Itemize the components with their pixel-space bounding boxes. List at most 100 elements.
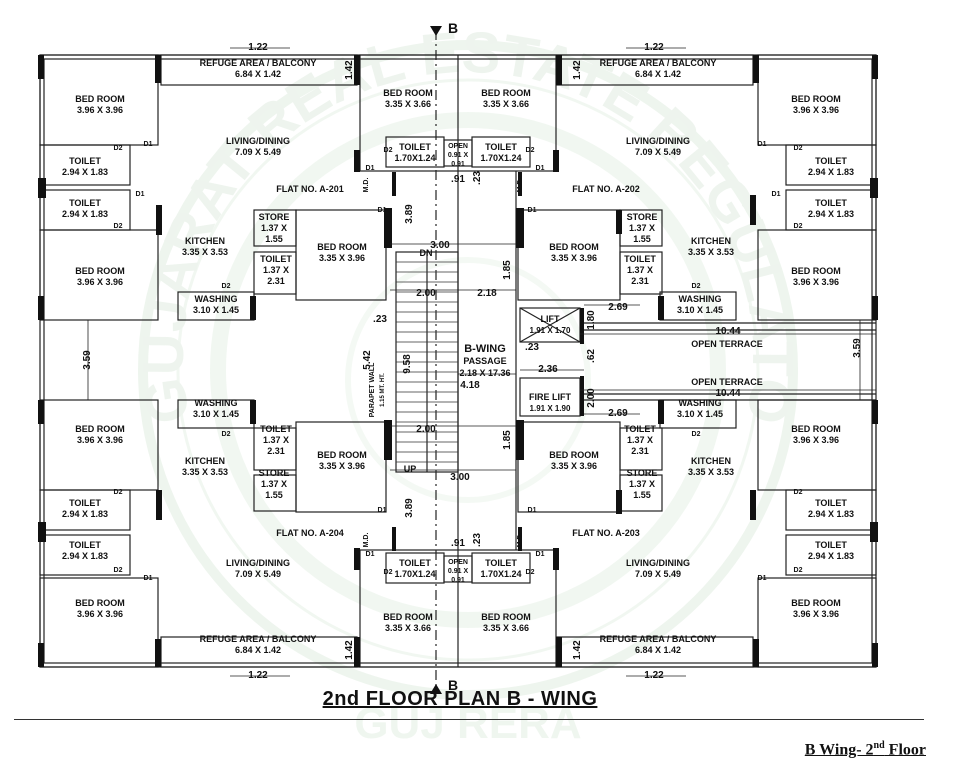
open-duct-bottom-size: 0.91 X — [448, 568, 469, 575]
tag-d1: D1 — [378, 207, 387, 214]
dim-d091: .91 — [451, 174, 465, 185]
kitchen-bl-size: 3.35 X 3.53 — [182, 467, 228, 477]
toilet-center-tr-name: TOILET — [485, 142, 517, 152]
dim-d122: 1.22 — [644, 42, 664, 53]
dim-d359: 3.59 — [82, 350, 93, 370]
tag-d1: D1 — [772, 191, 781, 198]
kitchen-tl-name: KITCHEN — [185, 236, 225, 246]
stair-treads — [396, 261, 458, 463]
store-br-size: 1.55 — [633, 490, 651, 500]
living-bl-size: 7.09 X 5.49 — [235, 569, 281, 579]
living-br-name: LIVING/DINING — [626, 558, 690, 568]
bedroom-center-tr-name: BED ROOM — [481, 88, 531, 98]
dim-d359: 3.59 — [852, 338, 863, 358]
bedroom-outer-tr-name: BED ROOM — [791, 94, 841, 104]
passage-label: PASSAGE — [463, 356, 506, 366]
passage-size: 2.18 X 17.36 — [459, 368, 510, 378]
tag-d2: D2 — [794, 567, 803, 574]
toilet-outer-a-tl-size: 2.94 X 1.83 — [62, 167, 108, 177]
washing-br-size: 3.10 X 1.45 — [677, 409, 723, 419]
toilet-outer-a-br-size: 2.94 X 1.83 — [808, 551, 854, 561]
tag-d2: D2 — [526, 147, 535, 154]
tag-d1: D1 — [758, 141, 767, 148]
living-tl-name: LIVING/DINING — [226, 136, 290, 146]
dim-d023: .23 — [525, 342, 539, 353]
toilet-small-tr-size: 2.31 — [631, 276, 649, 286]
page-caption: B Wing- 2nd Floor — [805, 740, 926, 759]
bedroom-outer2-tr-name: BED ROOM — [791, 266, 841, 276]
dim-d200: 2.00 — [416, 288, 436, 299]
refuge-br-name: REFUGE AREA / BALCONY — [600, 634, 717, 644]
tag-d2: D2 — [794, 145, 803, 152]
tag-d2: D2 — [114, 489, 123, 496]
toilet-center-bl-size: 1.70X1.24 — [394, 569, 435, 579]
bedroom-center-bl-name: BED ROOM — [383, 612, 433, 622]
dim-d542: 5.42 — [362, 350, 373, 370]
refuge-bl-name: REFUGE AREA / BALCONY — [200, 634, 317, 644]
refuge-tl-size: 6.84 X 1.42 — [235, 69, 281, 79]
flat-label-tl: FLAT NO. A-201 — [276, 184, 344, 194]
bedroom-center-tl-name: BED ROOM — [383, 88, 433, 98]
stair-dn: DN — [420, 248, 433, 258]
living-tr-size: 7.09 X 5.49 — [635, 147, 681, 157]
tag-d2: D2 — [526, 569, 535, 576]
toilet-small-br-size: 1.37 X — [627, 435, 653, 445]
section-marker-top: B — [430, 20, 458, 36]
bedroom-outer2-bl-size: 3.96 X 3.96 — [77, 435, 123, 445]
kitchen-br-name: KITCHEN — [691, 456, 731, 466]
store-tl-size: 1.37 X — [261, 223, 287, 233]
tag-d2: D2 — [114, 223, 123, 230]
kitchen-tr-size: 3.35 X 3.53 — [688, 247, 734, 257]
store-bl-size: 1.55 — [265, 490, 283, 500]
section-marker-bottom: B — [430, 677, 458, 694]
dim-d180: 1.80 — [586, 310, 597, 330]
toilet-outer-a-tl-name: TOILET — [69, 156, 101, 166]
washing-tr-size: 3.10 X 1.45 — [677, 305, 723, 315]
bedroom-outer2-br-size: 3.96 X 3.96 — [793, 435, 839, 445]
tag-d2: D2 — [384, 147, 393, 154]
dim-d122: 1.22 — [248, 670, 268, 681]
dim-d142: 1.42 — [344, 60, 355, 80]
bedroom-outer-tl-name: BED ROOM — [75, 94, 125, 104]
toilet-center-tl-name: TOILET — [399, 142, 431, 152]
tag-d1: D1 — [378, 507, 387, 514]
tag-d1: D1 — [144, 575, 153, 582]
toilet-outer-a-br-name: TOILET — [815, 540, 847, 550]
store-tl-size: 1.55 — [265, 234, 283, 244]
store-br-size: 1.37 X — [629, 479, 655, 489]
dim-d185: 1.85 — [502, 260, 513, 280]
tag-md: M.D. — [517, 178, 524, 193]
bedroom-inner-br-size: 3.35 X 3.96 — [551, 461, 597, 471]
toilet-outer-a-bl-size: 2.94 X 1.83 — [62, 551, 108, 561]
parapet-line1: PARAPET WALL — [369, 362, 376, 417]
dim-d1044: 10.44 — [715, 326, 740, 337]
tag-d2: D2 — [692, 283, 701, 290]
washing-tr-name: WASHING — [678, 294, 721, 304]
living-tr-name: LIVING/DINING — [626, 136, 690, 146]
dim-d023: .23 — [472, 171, 483, 185]
toilet-outer-b-tl-size: 2.94 X 1.83 — [62, 209, 108, 219]
bedroom-outer-tl-size: 3.96 X 3.96 — [77, 105, 123, 115]
tag-d1: D1 — [528, 507, 537, 514]
dim-d1044: 10.44 — [715, 388, 740, 399]
lift-size: 1.91 X 1.70 — [530, 326, 571, 335]
refuge-bl-size: 6.84 X 1.42 — [235, 645, 281, 655]
toilet-small-bl-name: TOILET — [260, 424, 292, 434]
tag-d2: D2 — [222, 283, 231, 290]
toilet-small-tr-name: TOILET — [624, 254, 656, 264]
toilet-outer-a-tr-size: 2.94 X 1.83 — [808, 167, 854, 177]
dim-d389: 3.89 — [404, 204, 415, 224]
living-tl-size: 7.09 X 5.49 — [235, 147, 281, 157]
wing-name: B-WING — [464, 343, 506, 355]
store-bl-name: STORE — [259, 468, 290, 478]
kitchen-br-size: 3.35 X 3.53 — [688, 467, 734, 477]
bedroom-outer2-br-name: BED ROOM — [791, 424, 841, 434]
toilet-outer-b-br-name: TOILET — [815, 498, 847, 508]
bedroom-inner-bl-name: BED ROOM — [317, 450, 367, 460]
dim-d200: 2.00 — [416, 424, 436, 435]
refuge-tr-name: REFUGE AREA / BALCONY — [600, 58, 717, 68]
tag-d2: D2 — [794, 223, 803, 230]
bedroom-center-tl-size: 3.35 X 3.66 — [385, 99, 431, 109]
bedroom-outer2-tr-size: 3.96 X 3.96 — [793, 277, 839, 287]
tag-d1: D1 — [144, 141, 153, 148]
